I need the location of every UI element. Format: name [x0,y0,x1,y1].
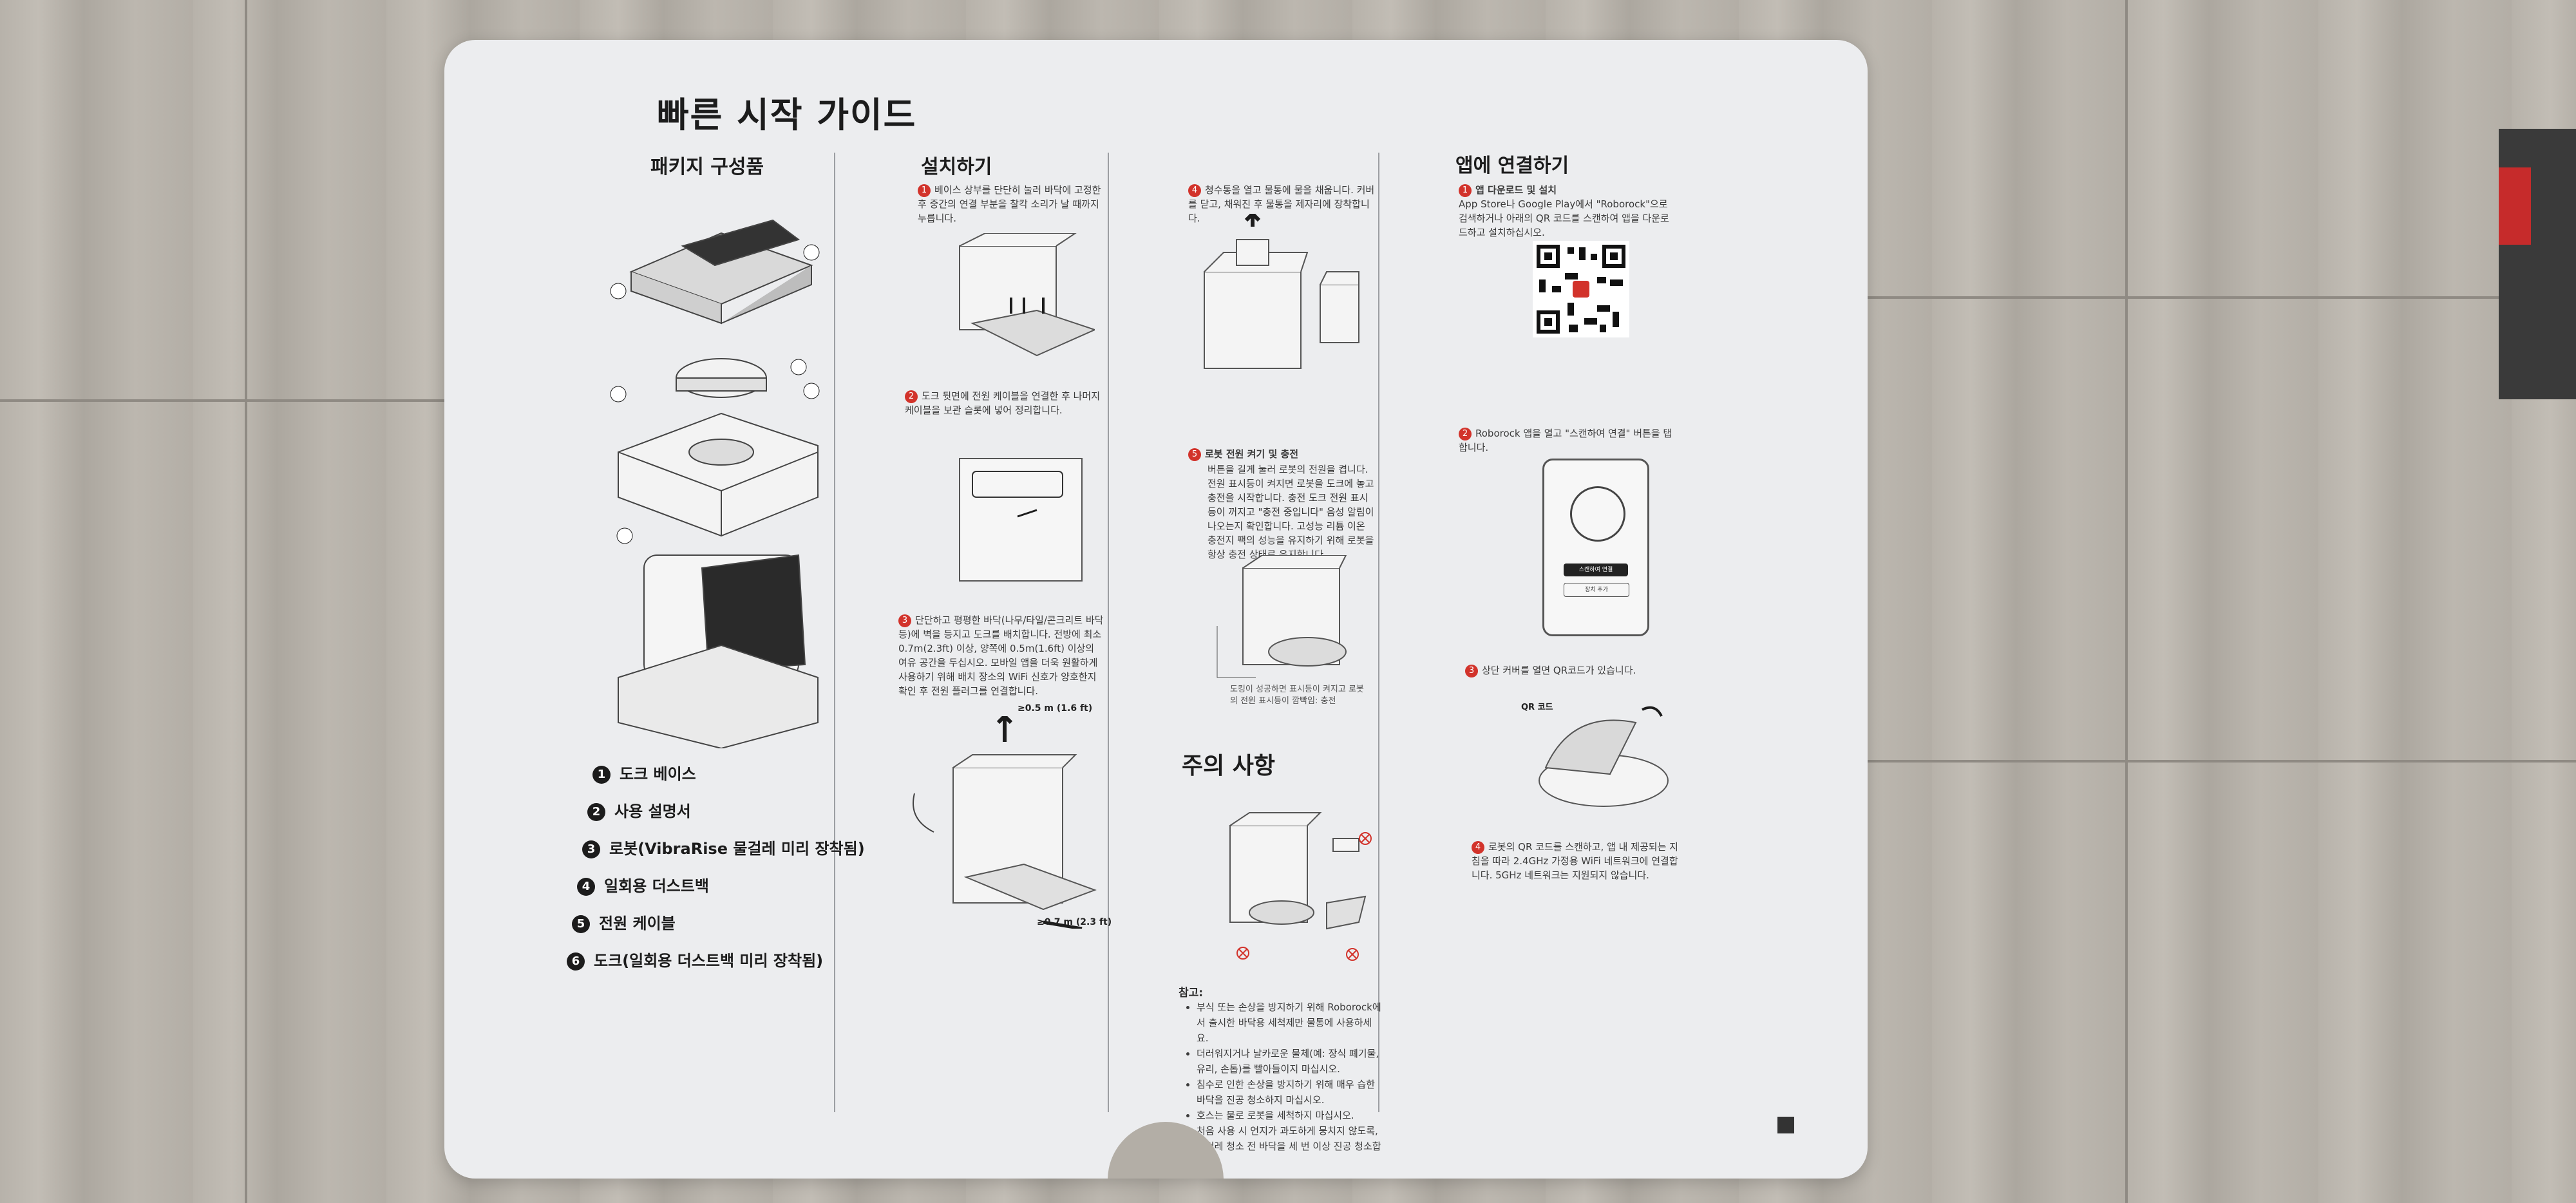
caution-note: 부식 또는 손상을 방지하기 위해 Roborock에서 출시한 바닥용 세척제… [1197,999,1383,1046]
floor-seam [0,399,444,402]
app-heading: 앱에 연결하기 [1455,155,1569,177]
charge-caption: 도킹이 성공하면 표시등이 켜지고 로봇의 전원 표시등이 깜빡임: 충전 [1230,685,1364,706]
caution-notes: 부식 또는 손상을 방지하기 위해 Roborock에서 출시한 바닥용 세척제… [1185,999,1383,1170]
package-exploded-illustration [610,219,820,748]
qr-label: QR 코드 [1521,703,1553,712]
caution-note: 호스는 물로 로봇을 세척하지 마십시오. [1197,1108,1383,1123]
cable-slot-illustration [959,458,1083,582]
dock-base-illustration [959,233,1095,357]
floor-seam [245,0,247,1203]
phone-scan-button: 스캔하여 연결 [1564,564,1628,576]
page-title: 빠른 시작 가이드 [657,95,917,135]
dock-placement-illustration [913,716,1097,929]
clearance-front-label: ≥0.7 m (2.3 ft) [1037,917,1112,927]
water-tank-illustration [1204,214,1359,369]
caution-note: 침수로 인한 손상을 방지하기 위해 매우 습한 바닥을 진공 청소하지 마십시… [1197,1077,1383,1108]
corner-logo-icon [1777,1117,1794,1133]
caution-illustration [1229,812,1372,961]
caution-note: 처음 사용 시 언지가 과도하게 뭉치지 않도록, 물걸레 청소 전 바닥을 세… [1197,1123,1383,1170]
column-divider [1378,153,1379,1112]
caution-note: 더러워지거나 날카로운 물체(예: 장식 폐기물, 유리, 손톱)를 빨아들이지… [1197,1046,1383,1077]
phone-add-device-button: 장치 추가 [1564,583,1629,597]
install-step-5-body: 버튼을 길게 눌러 로봇의 전원을 켭니다. 전원 표시등이 켜지면 로봇을 도… [1208,464,1374,560]
phone-robot-icon [1570,486,1625,542]
caution-heading: 주의 사항 [1182,753,1276,779]
phone-mockup: 스캔하여 연결 장치 추가 [1542,459,1649,636]
package-heading: 패키지 구성품 [650,156,764,178]
robot-charging-illustration [1217,555,1347,678]
install-heading: 설치하기 [921,156,992,178]
floor-seam [1868,296,2576,299]
red-object-accent [2499,167,2531,245]
clearance-side-label: ≥0.5 m (1.6 ft) [1018,703,1093,714]
column-divider [1108,153,1109,1112]
qr-code-icon [1533,241,1629,337]
floor-seam [2125,0,2128,1203]
floor-seam [1868,760,2576,763]
robot-qr-illustration [1539,706,1669,807]
caution-note-title: 참고: [1179,987,1204,999]
column-divider [834,153,835,1112]
